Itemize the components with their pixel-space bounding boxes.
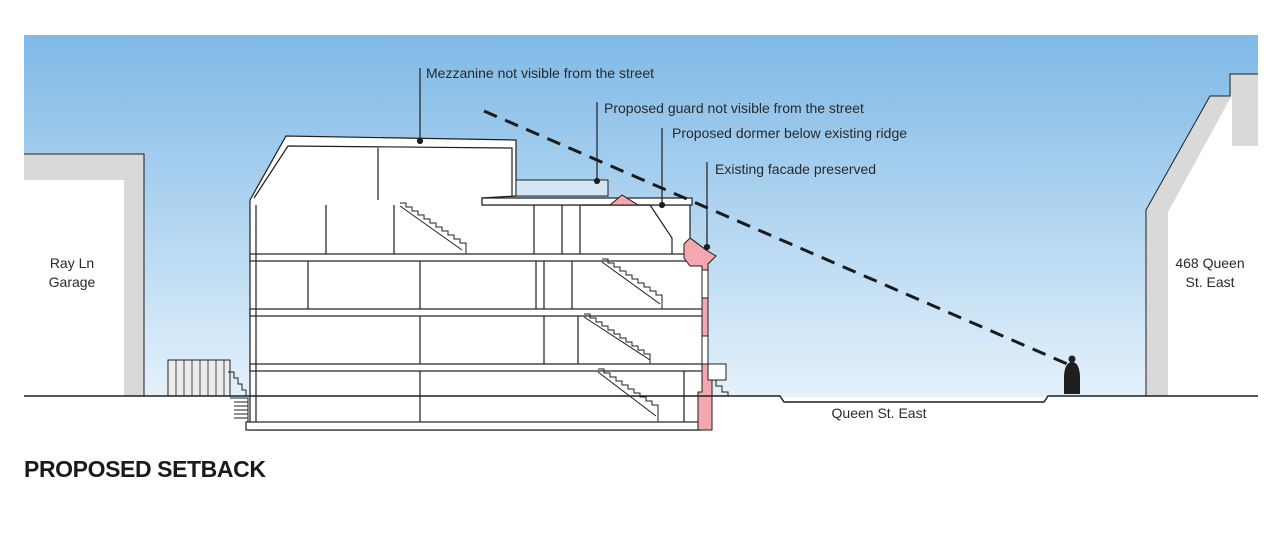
ground-line <box>24 395 1258 403</box>
right-neighbour-label-line2: St. East <box>1185 274 1234 290</box>
annotation-facade: Existing facade preserved <box>715 161 876 177</box>
diagram-title: PROPOSED SETBACK <box>24 456 266 482</box>
rear-fence <box>167 359 231 397</box>
left-neighbour-label-line2: Garage <box>49 274 96 290</box>
annotation-dormer: Proposed dormer below existing ridge <box>672 125 907 141</box>
pedestrian-figure <box>1064 362 1080 394</box>
building-section <box>245 135 707 431</box>
leader-lines <box>416 68 711 251</box>
left-neighbour-building <box>24 153 145 396</box>
sight-line <box>483 109 1073 368</box>
right-neighbour-label-line1: 468 Queen <box>1175 255 1244 271</box>
annotation-mezzanine: Mezzanine not visible from the street <box>426 65 654 81</box>
right-neighbour-building <box>1145 73 1258 396</box>
street-label: Queen St. East <box>832 405 927 421</box>
left-neighbour-label-line1: Ray Ln <box>50 255 94 271</box>
existing-facade <box>608 194 727 431</box>
mezzanine-guard <box>515 179 609 197</box>
annotation-guard: Proposed guard not visible from the stre… <box>604 100 864 116</box>
stairs <box>228 202 729 422</box>
